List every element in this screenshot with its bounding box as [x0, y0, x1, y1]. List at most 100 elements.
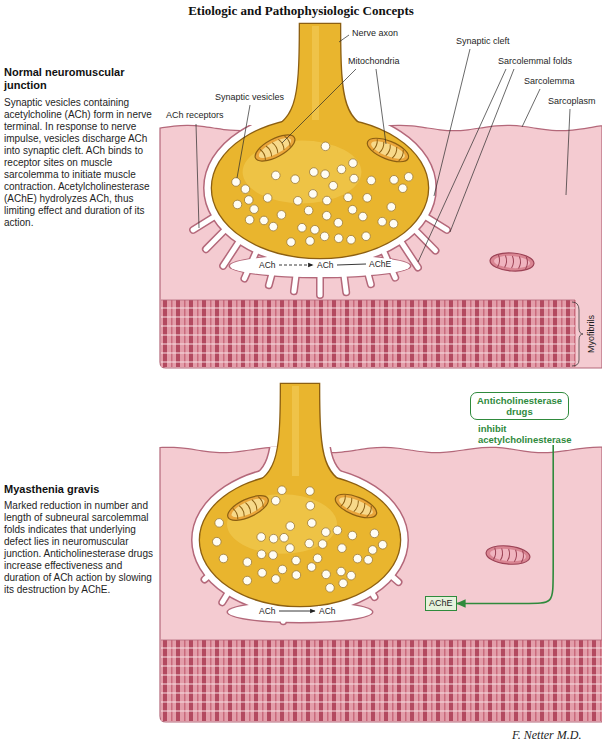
- synaptic-vesicle: [359, 212, 368, 221]
- mitochondrion: [364, 133, 412, 166]
- cleft-space: [230, 255, 410, 277]
- synaptic-vesicle: [287, 238, 296, 247]
- sarcolemmal-fold: [193, 216, 215, 230]
- mitochondrion-crista: [507, 549, 510, 561]
- mitochondrion-crista: [347, 498, 353, 510]
- mitochondrion-matrix: [489, 547, 526, 563]
- mitochondrion-matrix: [494, 255, 531, 269]
- sarcolemmal-fold-space: [283, 610, 284, 621]
- synaptic-vesicle: [322, 528, 331, 537]
- mitochondrion-crista: [526, 257, 528, 269]
- sarcolemmal-fold: [244, 250, 256, 278]
- a-band: [488, 640, 492, 721]
- mitochondrion-body: [251, 130, 298, 167]
- a-band: [527, 300, 531, 367]
- fibril-gap: [161, 674, 602, 675]
- mitochondrion-crista: [260, 149, 267, 160]
- synaptic-vesicle: [349, 159, 358, 168]
- axon-highlight: [292, 386, 299, 476]
- synaptic-vesicle: [344, 193, 353, 202]
- mitochondrion-crista: [360, 503, 366, 515]
- mitochondrion-crista: [386, 144, 392, 156]
- z-line: [405, 300, 407, 367]
- z-line: [171, 300, 173, 367]
- z-line: [262, 300, 264, 367]
- z-line: [379, 640, 381, 721]
- a-band: [189, 640, 193, 721]
- synaptic-vesicle: [334, 234, 343, 243]
- muscle-fiber: [160, 447, 602, 722]
- a-band: [423, 300, 427, 367]
- synaptic-vesicle: [334, 218, 343, 227]
- a-band: [462, 640, 466, 721]
- sarcolemmal-fold-space: [391, 576, 399, 583]
- z-line: [353, 640, 355, 721]
- a-band: [371, 300, 375, 367]
- fibril-gap: [161, 665, 602, 666]
- mitochondrion-crista: [512, 256, 514, 268]
- mitochondrion-crista: [521, 550, 524, 562]
- synaptic-vesicle: [250, 205, 259, 214]
- a-band: [527, 640, 531, 721]
- synaptic-vesicle: [272, 171, 281, 180]
- synaptic-vesicle: [241, 185, 250, 194]
- a-band: [345, 300, 349, 367]
- fibril-gap: [161, 307, 575, 308]
- mitochondrion-body: [224, 491, 271, 526]
- synaptic-vesicle: [364, 555, 373, 564]
- a-band: [319, 640, 323, 721]
- terminal-fill: [200, 474, 400, 606]
- synaptic-vesicle: [309, 190, 318, 199]
- z-line: [288, 300, 290, 367]
- mitochondrion: [485, 544, 531, 567]
- a-band: [566, 640, 570, 721]
- cleft-outline: [200, 474, 400, 606]
- z-line: [509, 640, 511, 721]
- mitochondrion-matrix: [229, 495, 267, 521]
- a-band: [267, 640, 271, 721]
- z-line: [366, 640, 368, 721]
- z-line: [574, 300, 576, 367]
- cleft-space: [262, 125, 378, 134]
- synaptic-vesicle: [292, 571, 301, 580]
- mitochondrion: [224, 491, 271, 526]
- a-band: [228, 300, 232, 367]
- z-line: [535, 640, 537, 721]
- a-band: [176, 640, 180, 721]
- cleft-outline: [229, 254, 412, 279]
- a-band: [423, 640, 427, 721]
- a-band: [293, 640, 297, 721]
- synaptic-vesicle: [378, 217, 387, 226]
- a-band: [501, 640, 505, 721]
- a-band: [254, 640, 258, 721]
- synaptic-vesicle: [370, 529, 379, 538]
- sarcolemmal-fold-space: [223, 241, 239, 266]
- synaptic-vesicle: [313, 554, 322, 563]
- synaptic-vesicle: [367, 176, 376, 185]
- mitochondrion-matrix: [337, 494, 375, 519]
- mitochondrion-crista: [233, 508, 239, 520]
- synaptic-vesicle: [390, 175, 399, 184]
- z-line: [561, 300, 563, 367]
- terminal-fill: [212, 118, 428, 258]
- a-band: [189, 300, 193, 367]
- synaptic-vesicle: [215, 519, 224, 528]
- a-band: [514, 640, 518, 721]
- a-band: [488, 300, 492, 367]
- mitochondrion-crista: [285, 135, 292, 146]
- leader-line: [376, 69, 386, 144]
- artist-signature: F. Netter M.D.: [512, 728, 581, 742]
- synaptic-vesicle: [258, 569, 267, 578]
- a-band: [358, 640, 362, 721]
- myofibril-band: [161, 300, 575, 367]
- sarcolemmal-fold: [294, 262, 298, 292]
- synaptic-vesicle: [307, 519, 316, 528]
- sarcolemmal-fold: [342, 262, 346, 293]
- cleft-space: [243, 447, 357, 490]
- a-band: [163, 300, 167, 367]
- z-line: [249, 640, 251, 721]
- leader-line: [196, 124, 199, 228]
- synaptic-vesicle: [304, 206, 313, 215]
- mitochondrion-crista: [399, 150, 405, 162]
- z-line: [197, 640, 199, 721]
